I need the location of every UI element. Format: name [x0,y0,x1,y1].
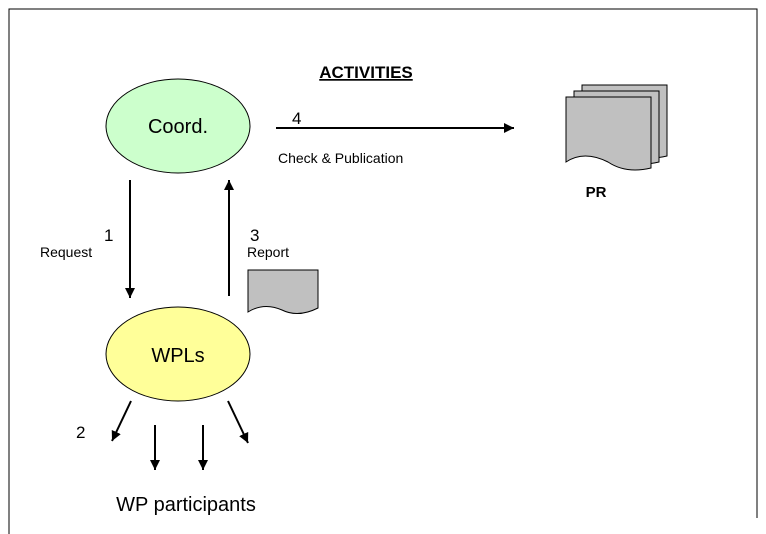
step-2-number: 2 [76,423,85,442]
participant-arrow-1 [111,400,132,442]
wpls-node: WPLs [105,306,251,402]
report-document-icon [247,269,319,314]
step-1-number: 1 [104,226,113,245]
coord-node: Coord. [105,78,251,174]
coord-ellipse [105,78,251,174]
request-label: Request [40,244,92,260]
pr-label: PR [586,184,607,201]
wpls-ellipse [105,306,251,402]
publication-label: Check & Publication [278,150,403,166]
wpls-label: WPLs [151,345,204,367]
report-label: Report [247,244,289,260]
diagram-title: ACTIVITIES [319,63,413,82]
participant-arrows [111,400,249,470]
frame-border [8,8,758,534]
step-4-number: 4 [292,109,301,128]
participants-label: WP participants [116,494,256,516]
coord-label: Coord. [148,116,208,138]
pr-document-stack-icon [565,84,668,171]
step-3-number: 3 [250,226,259,245]
participant-arrow-4 [227,400,249,444]
